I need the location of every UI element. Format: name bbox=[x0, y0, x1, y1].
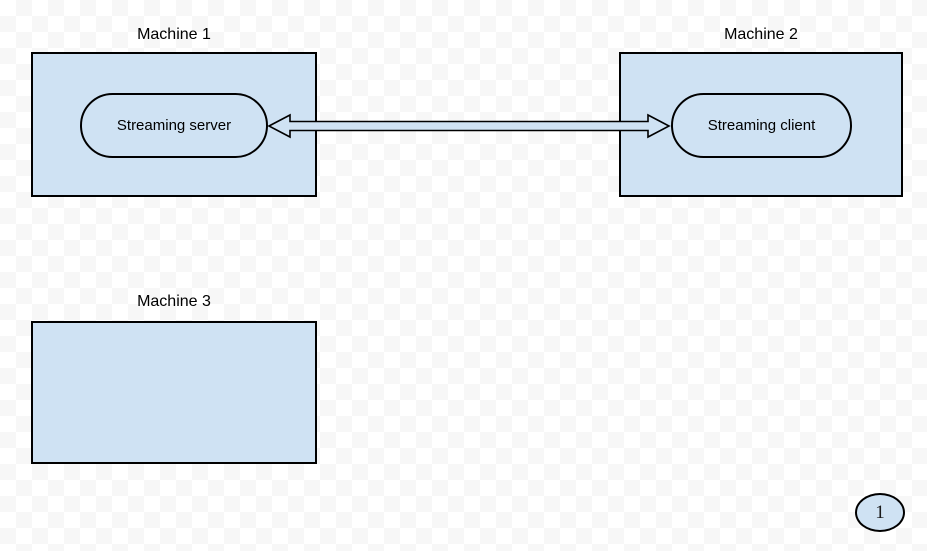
machine1-label: Machine 1 bbox=[137, 26, 211, 43]
streaming-client-label: Streaming client bbox=[707, 117, 816, 134]
machine3-label: Machine 3 bbox=[137, 293, 211, 310]
double-arrow-shape bbox=[267, 113, 671, 139]
page-number: 1 bbox=[875, 501, 885, 523]
streaming-server-shape: Streaming server bbox=[80, 93, 268, 158]
double-arrow-connector bbox=[267, 113, 671, 139]
streaming-client-shape: Streaming client bbox=[671, 93, 852, 158]
page-number-ellipse: 1 bbox=[855, 493, 905, 532]
machine3-box bbox=[31, 321, 317, 464]
machine2-label: Machine 2 bbox=[724, 26, 798, 43]
streaming-server-label: Streaming server bbox=[116, 117, 232, 134]
